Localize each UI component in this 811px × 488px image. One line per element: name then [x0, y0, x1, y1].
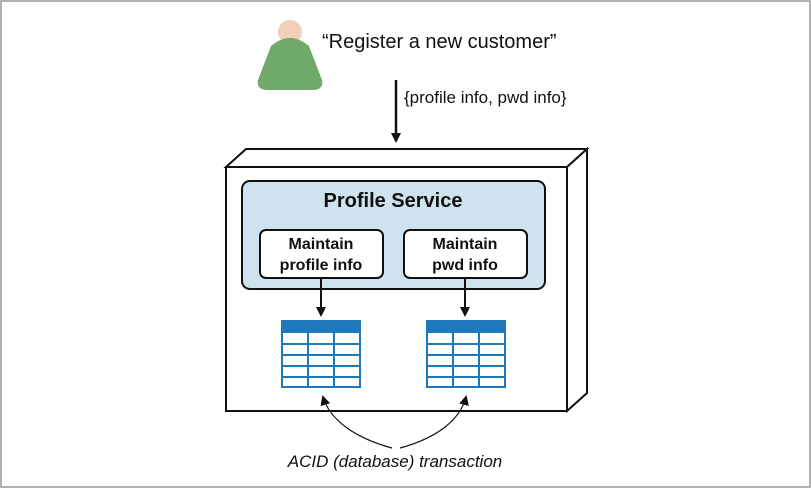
acid-arrow-right [399, 395, 469, 449]
component-label-line1: Maintain [289, 236, 354, 253]
acid-caption: ACID (database) transaction [287, 452, 503, 471]
component-label-line2: profile info [280, 257, 363, 274]
acid-arrow-left [320, 395, 393, 449]
component-maintain-profile-info: Maintain profile info [259, 229, 384, 279]
profile-service-title: Profile Service [324, 190, 463, 212]
component-label-line2: pwd info [432, 257, 498, 274]
database-table-icon [426, 320, 506, 388]
request-quote: “Register a new customer” [322, 31, 557, 53]
user-icon [257, 20, 323, 90]
database-table-icon [281, 320, 361, 388]
component-label-line1: Maintain [433, 236, 498, 253]
component-maintain-pwd-info: Maintain pwd info [403, 229, 528, 279]
request-payload: {profile info, pwd info} [404, 88, 567, 107]
